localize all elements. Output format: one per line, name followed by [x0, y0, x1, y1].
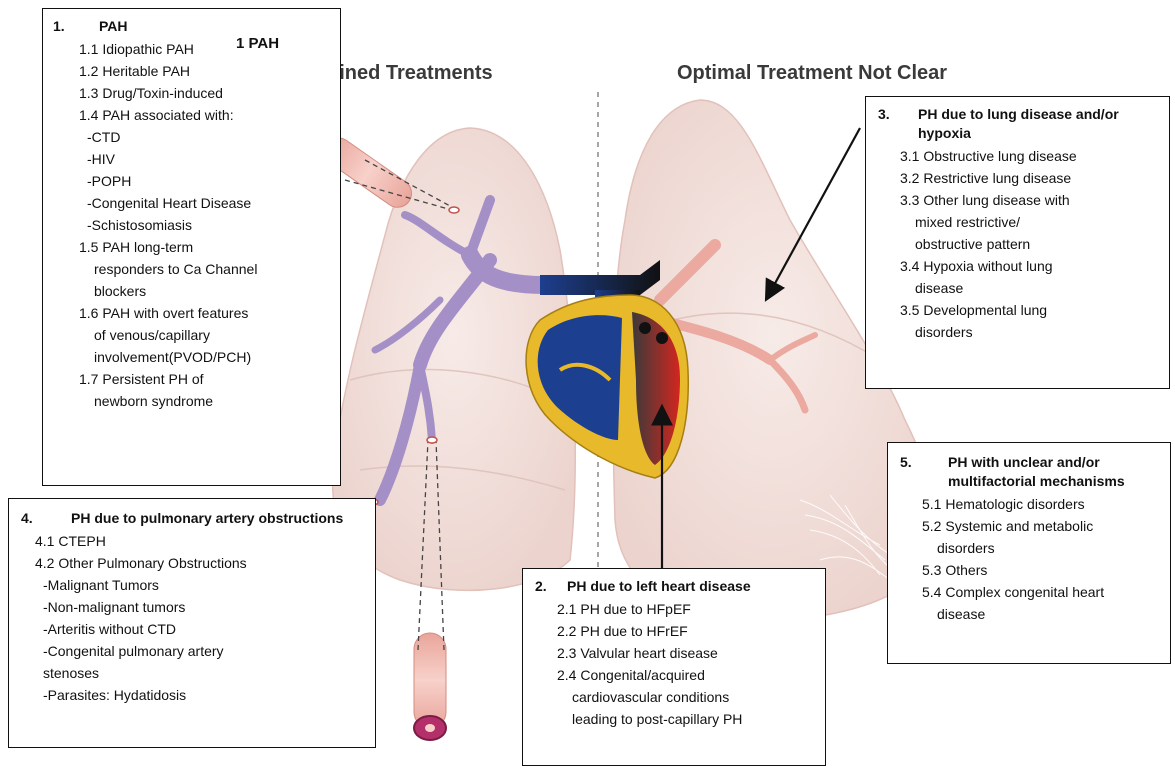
group-4-obstructions-box: 4. PH due to pulmonary artery obstructio… — [8, 498, 376, 748]
subitem: -Congenital pulmonary artery — [35, 640, 365, 662]
classification-item: 1.4 PAH associated with: — [79, 104, 330, 126]
classification-item: 4.2 Other Pulmonary Obstructions — [35, 552, 365, 574]
group-number: 1. — [53, 17, 83, 36]
classification-item: 2.1 PH due to HFpEF — [557, 598, 815, 620]
group-3-lung-disease-box: 3. PH due to lung disease and/or hypoxia… — [865, 96, 1170, 389]
classification-item: 5.4 Complex congenital heart — [922, 581, 1160, 603]
group-number: 5. — [900, 453, 930, 491]
subitem: -HIV — [79, 148, 330, 170]
subitem: -Arteritis without CTD — [35, 618, 365, 640]
group-3-heading: 3. PH due to lung disease and/or hypoxia — [878, 105, 1159, 143]
item-continuation: cardiovascular conditions — [557, 686, 815, 708]
item-continuation: mixed restrictive/ — [900, 211, 1159, 233]
group-2-left-heart-box: 2. PH due to left heart disease 2.1 PH d… — [522, 568, 826, 766]
item-continuation: leading to post-capillary PH — [557, 708, 815, 730]
subitem: -POPH — [79, 170, 330, 192]
item-continuation: blockers — [79, 280, 330, 302]
item-continuation: newborn syndrome — [79, 390, 330, 412]
subitem: -Schistosomiasis — [79, 214, 330, 236]
item-continuation: of venous/capillary — [79, 324, 330, 346]
classification-item: 1.2 Heritable PAH — [79, 60, 330, 82]
group-5-unclear-box: 5. PH with unclear and/or multifactorial… — [887, 442, 1171, 664]
subitem: stenoses — [35, 662, 365, 684]
header-optimal-treatment: Optimal Treatment Not Clear — [677, 62, 947, 85]
classification-item: 5.1 Hematologic disorders — [922, 493, 1160, 515]
classification-item: 4.1 CTEPH — [35, 530, 365, 552]
classification-item: 3.1 Obstructive lung disease — [900, 145, 1159, 167]
classification-item: 1.5 PAH long-term — [79, 236, 330, 258]
classification-item: 5.2 Systemic and metabolic — [922, 515, 1160, 537]
classification-item: 2.3 Valvular heart disease — [557, 642, 815, 664]
classification-item: 3.3 Other lung disease with — [900, 189, 1159, 211]
group-title: PH due to pulmonary artery obstructions — [51, 509, 365, 528]
item-continuation: disease — [922, 603, 1160, 625]
item-continuation: involvement(PVOD/PCH) — [79, 346, 330, 368]
classification-item: 2.4 Congenital/acquired — [557, 664, 815, 686]
classification-item: 3.2 Restrictive lung disease — [900, 167, 1159, 189]
subitem: -Non-malignant tumors — [35, 596, 365, 618]
group-2-heading: 2. PH due to left heart disease — [535, 577, 815, 596]
item-continuation: disorders — [922, 537, 1160, 559]
group-title: PH due to lung disease and/or hypoxia — [908, 105, 1159, 143]
group-number: 3. — [878, 105, 908, 143]
group-4-heading: 4. PH due to pulmonary artery obstructio… — [21, 509, 365, 528]
group-title: PAH — [83, 17, 330, 36]
subitem: -Parasites: Hydatidosis — [35, 684, 365, 706]
item-continuation: responders to Ca Channel — [79, 258, 330, 280]
item-continuation: obstructive pattern — [900, 233, 1159, 255]
classification-item: 2.2 PH due to HFrEF — [557, 620, 815, 642]
subitem: -CTD — [79, 126, 330, 148]
classification-item: 1.6 PAH with overt features — [79, 302, 330, 324]
group-number: 4. — [21, 509, 51, 528]
pah-label: 1 PAH — [236, 35, 279, 52]
classification-item: 3.4 Hypoxia without lung — [900, 255, 1159, 277]
classification-item: 1.3 Drug/Toxin-induced — [79, 82, 330, 104]
vessel-section-bottom-center — [414, 633, 446, 740]
classification-item: 5.3 Others — [922, 559, 1160, 581]
subitem: -Congenital Heart Disease — [79, 192, 330, 214]
group-number: 2. — [535, 577, 565, 596]
group-5-heading: 5. PH with unclear and/or multifactorial… — [900, 453, 1160, 491]
subitem: -Malignant Tumors — [35, 574, 365, 596]
group-title: PH due to left heart disease — [565, 577, 815, 596]
item-continuation: disorders — [900, 321, 1159, 343]
group-title: PH with unclear and/or multifactorial me… — [930, 453, 1160, 491]
item-continuation: disease — [900, 277, 1159, 299]
classification-item: 1.7 Persistent PH of — [79, 368, 330, 390]
classification-item: 1.1 Idiopathic PAH — [79, 38, 330, 60]
group-1-heading: 1. PAH — [53, 17, 330, 36]
classification-item: 3.5 Developmental lung — [900, 299, 1159, 321]
